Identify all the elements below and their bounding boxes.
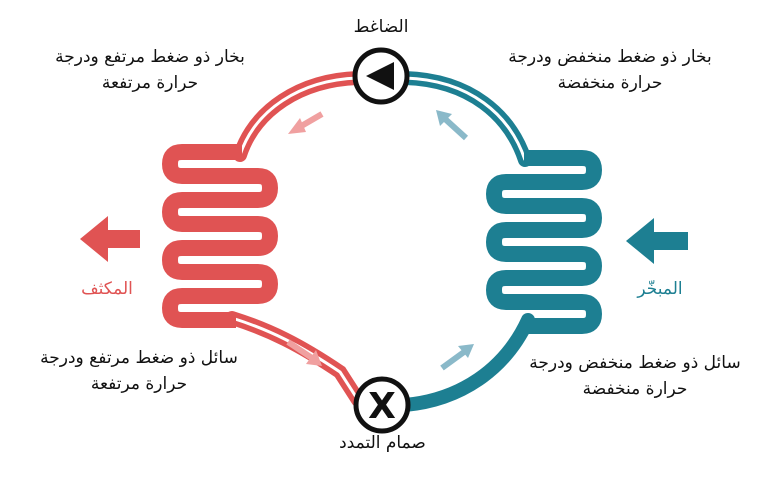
flow-arrow-bottom-left: [286, 339, 322, 366]
compressor-label: الضاغط: [353, 17, 409, 37]
hot-pipe-top: [233, 71, 365, 162]
top-right-state-label: بخار ذو ضغط منخفض ودرجة حرارة منخفضة: [508, 47, 712, 93]
bottom-left-state-label: سائل ذو ضغط مرتفع ودرجة حرارة مرتفعة: [40, 348, 238, 394]
flow-arrow-top-right: [436, 110, 469, 141]
condenser-out-arrow-icon: [80, 216, 140, 262]
evaporator-label: المبخّر: [637, 279, 683, 299]
flow-arrow-top-left: [288, 111, 324, 134]
top-left-state-label: بخار ذو ضغط مرتفع ودرجة حرارة مرتفعة: [55, 47, 245, 93]
x-cross-icon: X: [368, 386, 396, 427]
compressor: [352, 47, 410, 105]
evaporator-in-arrow-icon: [626, 218, 688, 264]
expansion-valve: X: [353, 376, 411, 434]
condenser-coil: [162, 144, 278, 328]
expansion-valve-label: صمام التمدد: [339, 433, 426, 453]
bottom-right-state-label: سائل ذو ضغط منخفض ودرجة حرارة منخفضة: [529, 353, 741, 399]
cold-pipe-top: [398, 71, 532, 167]
cold-pipe-bottom: [398, 313, 535, 412]
condenser-label: المكثف: [81, 279, 133, 299]
flow-arrow-bottom-right: [440, 344, 474, 371]
play-triangle-icon: [366, 62, 394, 90]
evaporator-coil: [486, 150, 602, 334]
